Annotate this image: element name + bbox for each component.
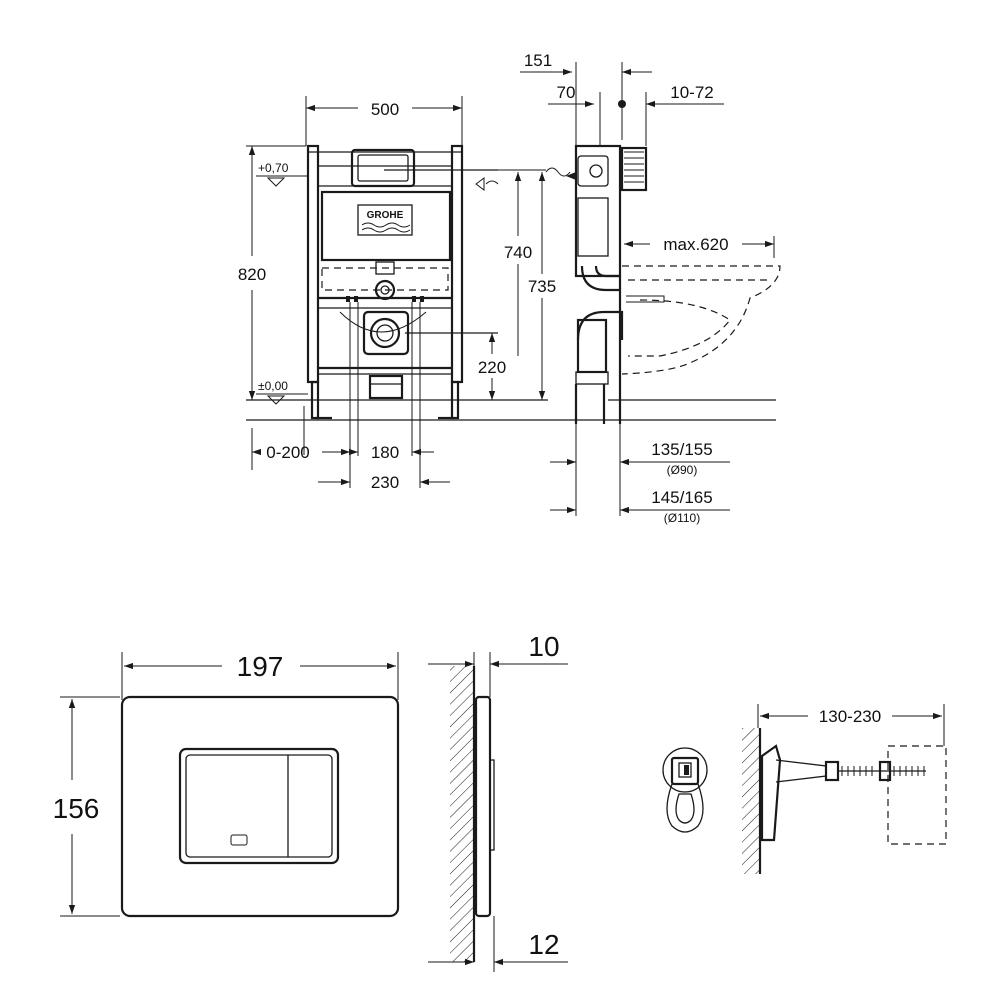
- grohe-logo: GROHE: [367, 210, 404, 221]
- dim-offset-0-200: 0-200: [266, 443, 309, 462]
- dim-depth-70: 70: [557, 83, 576, 102]
- flush-plate-side: 10 12: [428, 631, 568, 972]
- dim-plate-height-156: 156: [53, 793, 100, 824]
- dim-spacing-230: 230: [371, 473, 399, 492]
- dim-height-220: 220: [478, 358, 506, 377]
- flush-plate-front: 197 156: [53, 651, 400, 918]
- dim-drain-90: 135/155: [651, 440, 712, 459]
- dim-depth-151: 151: [524, 51, 552, 70]
- dim-plate-width-197: 197: [237, 651, 284, 682]
- dim-height-740: 740: [504, 243, 532, 262]
- dim-drain-90-sub: (Ø90): [667, 463, 698, 477]
- level-markers: +0,70 ±0,00: [256, 161, 308, 405]
- dim-fixing-range: 130-230: [819, 707, 881, 726]
- dim-wall-10-72: 10-72: [670, 83, 713, 102]
- dim-height-735: 735: [528, 277, 556, 296]
- dim-height-820: 820: [238, 265, 266, 284]
- frame-side-view: 151 70 10-72 max.6: [520, 51, 781, 525]
- frame-front-view: 500 GROHE: [303, 96, 498, 488]
- dim-plate-depth-10: 10: [528, 631, 559, 662]
- dim-plate-depth-12: 12: [528, 929, 559, 960]
- fixing-bracket-front: [662, 747, 708, 833]
- level-top-label: +0,70: [258, 161, 289, 175]
- dim-width-500: 500: [371, 100, 399, 119]
- level-floor-label: ±0,00: [258, 379, 288, 393]
- dim-drain-110: 145/165: [651, 488, 712, 507]
- fixing-bracket-side: 130-230: [742, 704, 947, 874]
- dim-bowl-max-620: max.620: [663, 235, 728, 254]
- dim-drain-110-sub: (Ø110): [664, 511, 700, 525]
- dim-spacing-180: 180: [371, 443, 399, 462]
